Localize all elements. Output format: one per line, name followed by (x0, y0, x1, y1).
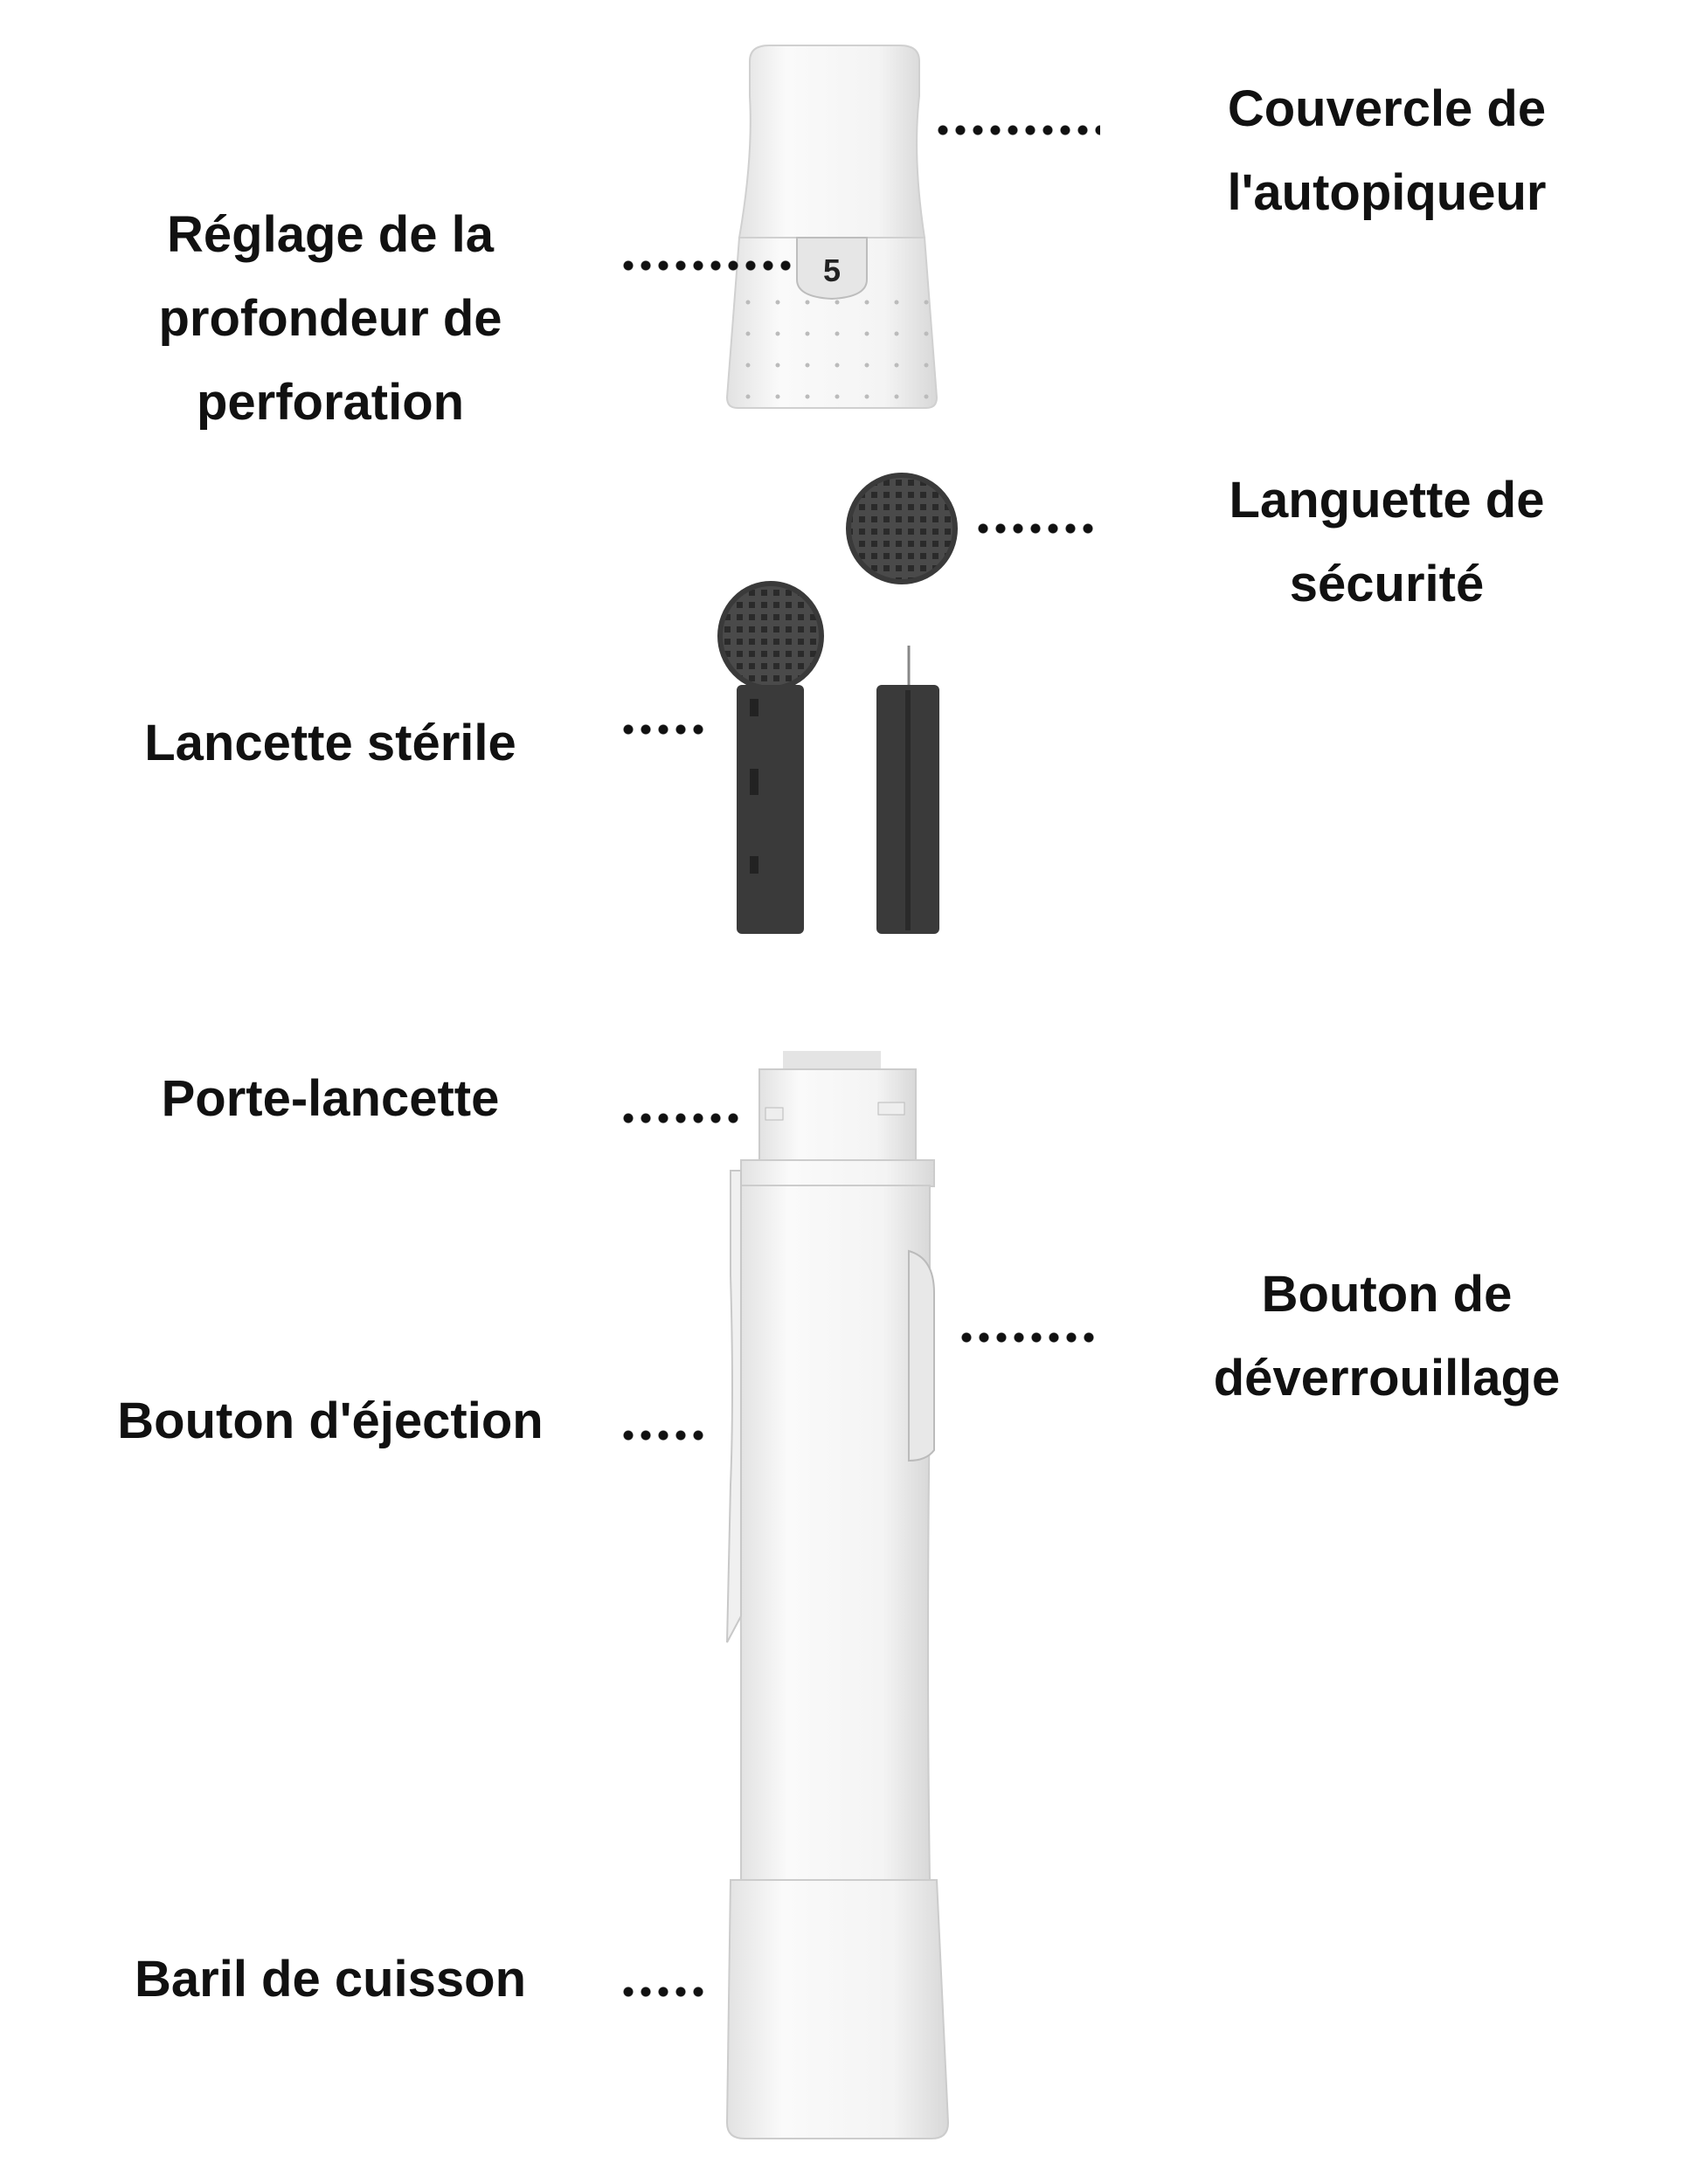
label-line: Languette de (1229, 472, 1545, 529)
label-cap: Couvercle de l'autopiqueur (1228, 67, 1547, 235)
release-button (908, 1249, 935, 1462)
pen-body (726, 1159, 935, 1881)
leader-lancet (620, 724, 710, 735)
label-line: perforation (196, 374, 465, 431)
label-line: profondeur de (158, 290, 502, 347)
eject-button (726, 1170, 742, 1643)
barrel (725, 1879, 950, 2139)
safety-tab (846, 473, 958, 584)
label-holder: Porte-lancette (161, 1070, 500, 1127)
lancet-holder (758, 1051, 917, 1161)
label-line: Couvercle de (1227, 80, 1547, 137)
leader-barrel (620, 1987, 710, 1997)
label-safety-tab: Languette de sécurité (1229, 459, 1545, 626)
label-line: déverrouillage (1213, 1350, 1561, 1406)
label-eject: Bouton d'éjection (117, 1393, 544, 1449)
leader-holder (620, 1113, 745, 1123)
leader-safety-tab (974, 523, 1100, 534)
label-barrel: Baril de cuisson (134, 1951, 527, 2008)
sterile-lancet (717, 581, 824, 934)
depth-setting-value: 5 (823, 252, 841, 288)
label-depth: Réglage de la profondeur de perforation (158, 193, 502, 445)
label-line: sécurité (1289, 556, 1485, 612)
leader-eject (620, 1430, 710, 1441)
label-line: Bouton de (1261, 1266, 1513, 1323)
leader-cap (934, 125, 1100, 135)
leader-release (958, 1332, 1101, 1343)
lancing-device-cap (725, 45, 939, 409)
label-lancet: Lancette stérile (144, 715, 516, 771)
uncapped-lancet (876, 646, 939, 934)
label-release: Bouton de déverrouillage (1214, 1253, 1560, 1420)
label-line: l'autopiqueur (1227, 164, 1547, 221)
leader-depth (620, 260, 798, 271)
label-line: Réglage de la (167, 206, 494, 263)
